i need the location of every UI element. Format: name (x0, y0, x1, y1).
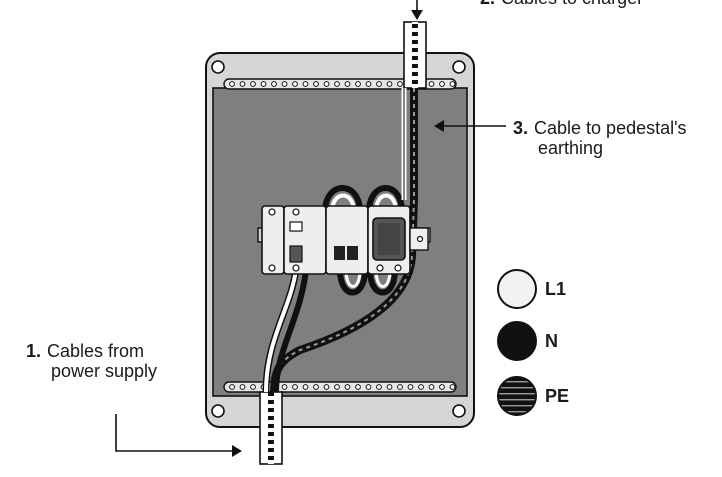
terminal-hole (239, 384, 246, 390)
charger-conduit (403, 21, 427, 89)
bottom-terminal-strip (223, 381, 457, 393)
terminal-hole (407, 384, 414, 390)
legend-n-label: N (545, 331, 558, 351)
terminal-hole (250, 384, 256, 390)
lower-wire-loops (337, 269, 398, 296)
terminal-hole (334, 81, 340, 87)
breaker-block (261, 205, 429, 275)
callout-cables-to-charger: 2.Cables to charger (480, 0, 643, 8)
charger-arrow (411, 0, 423, 20)
terminal-hole (313, 384, 319, 390)
terminal-hole (302, 384, 309, 390)
terminal-hole (397, 81, 403, 87)
callout-power-supply: 1.Cables from power supply (26, 341, 158, 381)
mounting-screws (211, 60, 466, 418)
terminal-hole (334, 384, 340, 390)
terminal-hole (449, 81, 456, 87)
terminal-hole (439, 81, 445, 87)
terminal-hole (428, 384, 435, 390)
supply-conduit (259, 391, 283, 465)
terminal-hole (323, 384, 330, 390)
terminal-hole (292, 384, 298, 390)
callout-pedestal-earthing: 3.Cable to pedestal's earthing (513, 118, 687, 158)
terminal-hole (355, 81, 361, 87)
legend-n-swatch (497, 321, 537, 361)
terminal-hole (439, 384, 445, 390)
legend-pe-swatch (497, 376, 537, 416)
terminal-hole (449, 384, 456, 390)
terminal-hole (355, 384, 361, 390)
terminal-hole (376, 384, 382, 390)
legend-l1-swatch (497, 269, 537, 309)
terminal-hole (397, 384, 403, 390)
terminal-hole (344, 384, 351, 390)
terminal-hole (418, 384, 424, 390)
legend-pe-label: PE (545, 386, 570, 406)
terminal-hole (365, 384, 372, 390)
supply-callout-arrow (115, 414, 242, 457)
terminal-hole (271, 81, 277, 87)
terminal-hole (281, 81, 288, 87)
terminal-hole (376, 81, 382, 87)
terminal-hole (229, 81, 235, 87)
terminal-hole (292, 81, 298, 87)
terminal-hole (428, 81, 435, 87)
legend-swatches (497, 269, 537, 416)
terminal-hole (239, 81, 246, 87)
terminal-hole (344, 81, 351, 87)
terminal-hole (229, 384, 235, 390)
terminal-hole (386, 384, 393, 390)
terminal-hole (386, 81, 393, 87)
pedestal-callout-arrow (434, 120, 506, 132)
terminal-hole (302, 81, 309, 87)
terminal-hole (250, 81, 256, 87)
terminal-hole (281, 384, 288, 390)
terminal-hole (313, 81, 319, 87)
supply-cables (262, 269, 309, 393)
legend-l1-label: L1 (545, 279, 567, 299)
terminal-hole (260, 81, 267, 87)
terminal-hole (365, 81, 372, 87)
terminal-hole (323, 81, 330, 87)
